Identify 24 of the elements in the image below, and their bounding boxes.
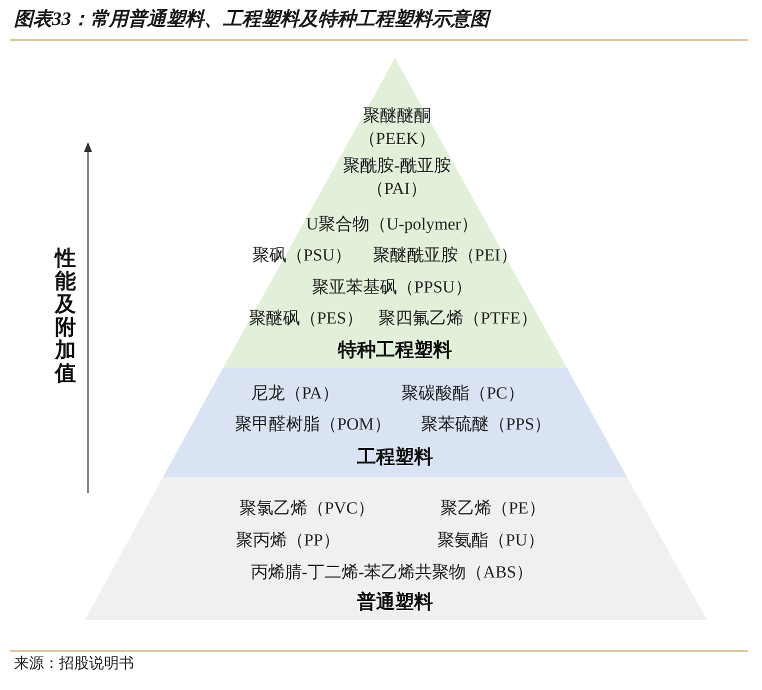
plastic-name: 聚醚醚酮（PEEK）: [358, 105, 436, 150]
plastic-name: 聚砜（PSU）: [252, 244, 352, 267]
plastic-name: 聚亚苯基砜（PPSU）: [312, 276, 472, 299]
plastic-name: 聚氨酯（PU）: [438, 530, 544, 552]
plastic-name: 聚甲醛树脂（POM）: [235, 414, 391, 436]
plastic-name: 丙烯腈-丁二烯-苯乙烯共聚物（ABS）: [250, 562, 534, 584]
band-heading: 工程塑料: [357, 445, 433, 470]
band-heading: 特种工程塑料: [338, 338, 452, 364]
plastic-name: U聚合物（U-polymer）: [306, 214, 478, 236]
chart-title: 图表33：常用普通塑料、工程塑料及特种工程塑料示意图: [14, 6, 489, 32]
band-heading: 普通塑料: [357, 590, 433, 616]
source-note: 来源：招股说明书: [14, 654, 134, 673]
plastic-name: 聚氯乙烯（PVC）: [239, 498, 375, 520]
plastic-name: 聚四氟乙烯（PTFE）: [378, 308, 538, 330]
plastic-name: 聚醚砜（PES）: [248, 308, 364, 330]
plastic-name: 聚乙烯（PE）: [440, 498, 546, 520]
plastic-name: 聚酰胺-酰亚胺（PAI）: [342, 155, 452, 200]
plastic-name: 聚醚酰亚胺（PEI）: [372, 244, 518, 267]
plastic-name: 尼龙（PA）: [250, 382, 340, 405]
plastic-name: 聚苯硫醚（PPS）: [420, 414, 552, 436]
pyramid-bottom-band: [85, 477, 707, 620]
plastic-name: 聚碳酸酯（PC）: [402, 382, 524, 405]
axis-label: 性能及附加值: [55, 247, 76, 386]
plastic-name: 聚丙烯（PP）: [236, 530, 340, 552]
